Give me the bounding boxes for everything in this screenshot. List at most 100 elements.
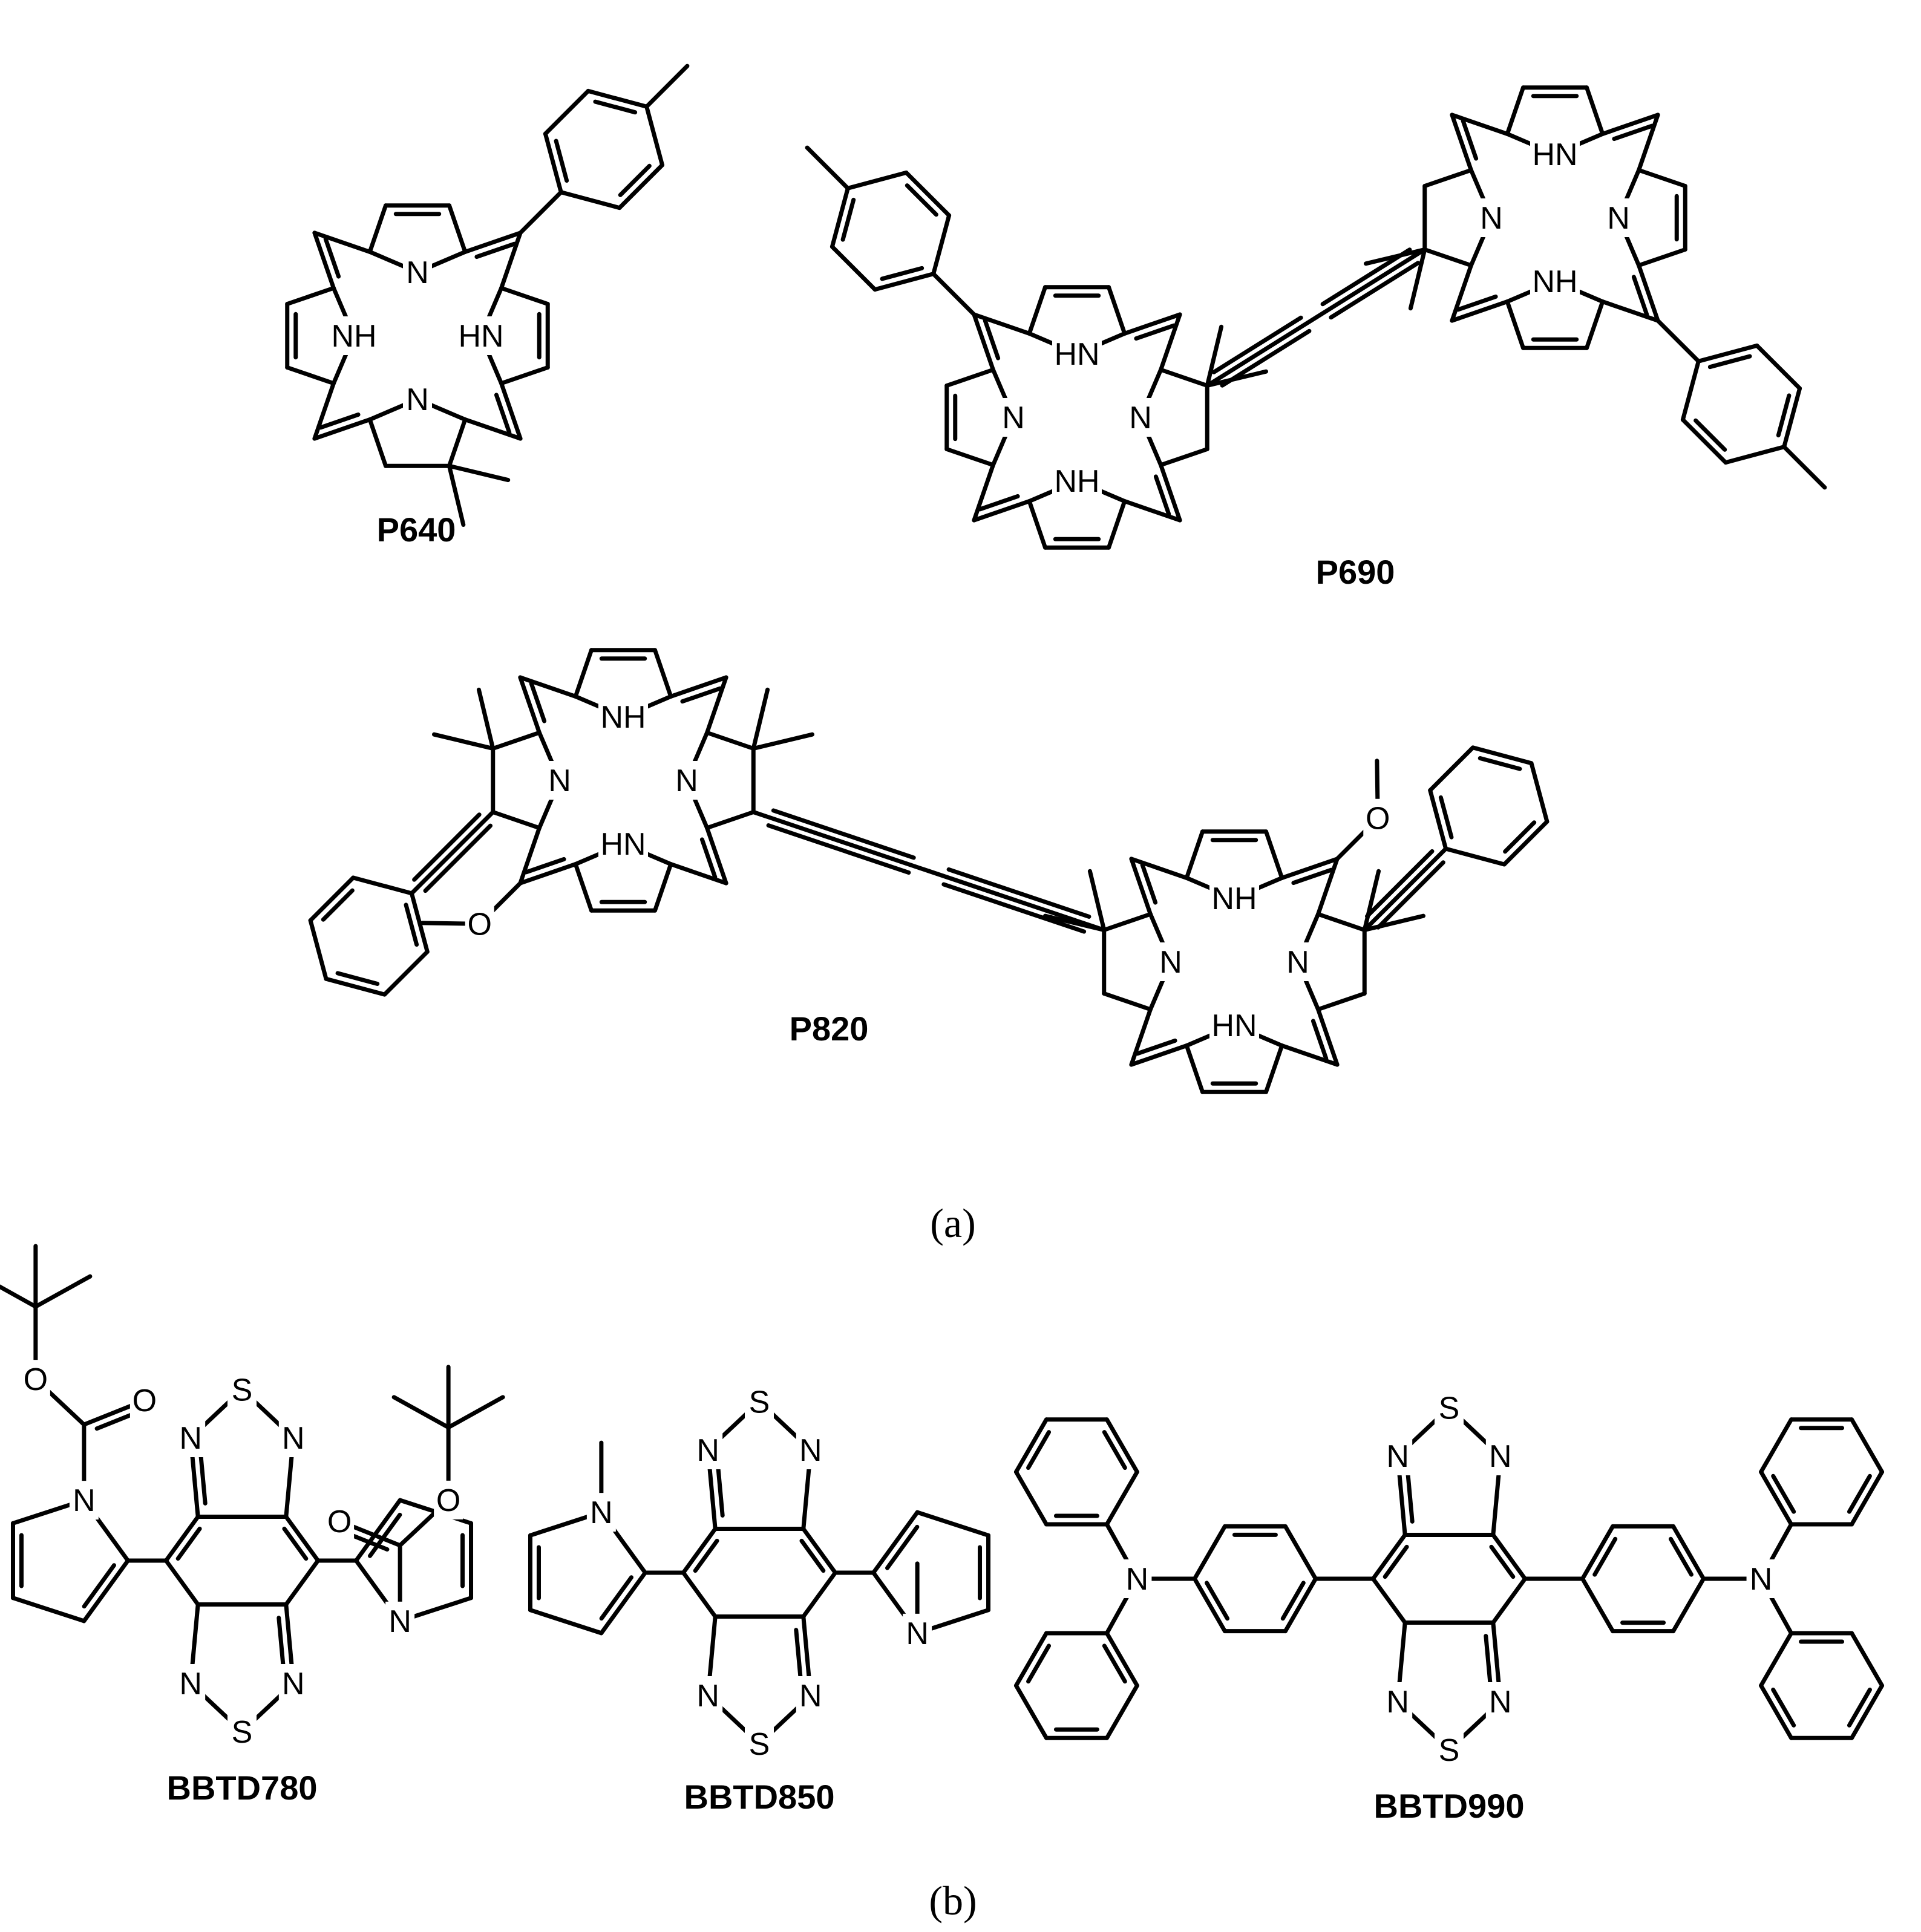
double-bond [1707,354,1752,370]
double-bond [1104,1417,1139,1474]
ester-oxygen: O [24,1362,48,1397]
double-bond [474,241,517,259]
double-bond [1153,474,1171,517]
single-bond [1782,445,1827,490]
atom-label-mask [745,1382,774,1421]
double-bond [1311,1019,1329,1061]
double-bond [680,686,722,704]
double-bond [1850,1469,1885,1527]
single-bond [573,862,594,913]
single-bond [653,862,673,913]
single-bond [1107,499,1127,550]
amine-nitrogen: N [1750,1562,1773,1597]
single-bond [972,463,995,523]
triple-bond [751,810,931,873]
double-bond [978,494,1020,512]
double-bond [904,170,952,218]
ring-nitrogen: NH [600,700,646,735]
pyrrole-nitrogen: N [388,1604,411,1639]
double-bond [586,88,649,109]
single-bond [705,675,728,735]
methoxy-oxygen: O [1366,801,1390,837]
pyrrole-nitrogen: N [590,1495,613,1530]
double-bond [284,1515,321,1563]
double-bond [699,837,718,880]
triple-bond [926,869,1107,932]
ring-nitrogen: N [1286,945,1309,980]
atom-label-mask [1435,1388,1464,1428]
triple-bond [409,810,496,896]
single-bond [1316,912,1367,932]
double-bond [335,971,380,986]
thiadiazole-sulfur: S [1439,1391,1460,1426]
single-bond [447,463,511,483]
ring-nitrogen: N [1129,400,1152,436]
double-bond [1461,119,1479,161]
atom-label-mask [796,1676,825,1715]
thiadiazole-nitrogen: N [696,1433,719,1468]
single-bond [805,145,850,191]
single-bond [1104,1469,1139,1527]
single-bond [312,381,336,441]
atom-label-mask [1052,462,1102,500]
double-bond [82,1563,116,1609]
carbonyl-oxygen: O [133,1383,157,1418]
double-bond [705,826,728,886]
double-bond [1592,1536,1618,1577]
atom-label-mask [129,1381,159,1420]
single-bond [308,918,329,981]
double-bond [1129,857,1153,916]
ring-nitrogen: N [548,763,571,798]
atom-label-mask [1209,1006,1259,1045]
double-bond [312,230,336,290]
triple-bond [941,882,1087,934]
double-bond [1438,795,1454,840]
double-bond [1694,418,1727,452]
double-bond [463,230,523,254]
atom-label-mask [176,1664,206,1703]
single-bond [1264,829,1284,880]
atom-label-mask [672,761,701,800]
ring-nitrogen: HN [1532,137,1577,172]
single-bond [1184,829,1205,880]
compound-name-p640: P640 [377,511,456,549]
double-bond [1135,1038,1177,1056]
double-bond [409,891,430,954]
triple-bond [1329,261,1421,320]
single-bond [1680,359,1701,422]
atom-label-mask [586,1493,616,1532]
thiadiazole-nitrogen: N [179,1666,202,1702]
double-bond [830,186,850,249]
thiadiazole-nitrogen: N [1489,1685,1512,1720]
single-bond [367,203,388,254]
triple-bond [1364,849,1435,919]
triple-bond [766,823,911,875]
single-bond [1850,1417,1885,1474]
single-bond [1264,1043,1284,1094]
double-bond [972,499,1032,523]
single-bond [1122,499,1182,523]
double-bond [1134,323,1176,341]
double-bond [1668,1536,1694,1577]
double-bond [1205,1581,1230,1621]
thiadiazole-nitrogen: N [282,1421,305,1456]
single-bond [1027,499,1047,550]
compound-name-p690: P690 [1316,553,1395,591]
thiadiazole-sulfur: S [1439,1733,1460,1768]
double-bond [324,976,387,997]
single-bond [1580,1576,1615,1634]
double-bond [1771,1473,1796,1514]
ring-nitrogen: NH [331,319,376,354]
atom-label-mask [1383,1682,1413,1721]
amine-nitrogen: N [1126,1562,1149,1597]
single-bond [1159,312,1182,372]
double-bond [1484,1634,1493,1692]
triple-bond [423,823,493,893]
single-bond [1723,445,1787,465]
atom-label-mask [1283,942,1312,981]
double-bond [1502,819,1550,867]
thiadiazole-sulfur: S [232,1372,253,1408]
single-bond [644,64,690,109]
single-bond [491,730,542,751]
